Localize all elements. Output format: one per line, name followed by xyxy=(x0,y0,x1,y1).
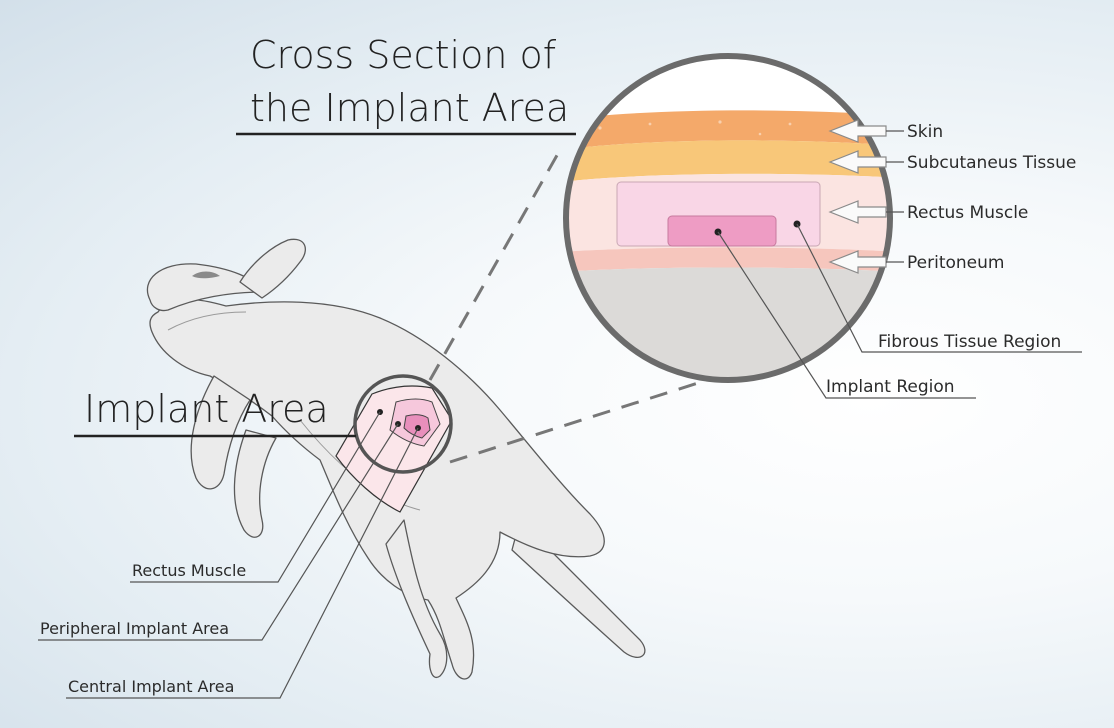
rabbit-ear-front xyxy=(240,239,305,298)
dashed-connector-upper xyxy=(430,150,560,380)
fibrous-label: Fibrous Tissue Region xyxy=(878,332,1061,352)
implant-region-label: Implant Region xyxy=(826,377,955,397)
rabbit-far-front-leg xyxy=(234,430,276,537)
implant-area-title: Implant Area xyxy=(84,387,329,431)
subcutaneous-label: Subcutaneus Tissue xyxy=(907,153,1076,173)
peripheral-label: Peripheral Implant Area xyxy=(40,619,229,638)
rectus-label: Rectus Muscle xyxy=(907,203,1028,223)
cross-section-title-line2: the Implant Area xyxy=(250,86,569,130)
skin-label: Skin xyxy=(907,122,943,142)
implant-box xyxy=(668,216,776,246)
peritoneum-label: Peritoneum xyxy=(907,253,1004,273)
cross-section-title-line1: Cross Section of xyxy=(250,33,557,77)
body-rectus-label: Rectus Muscle xyxy=(132,561,246,580)
central-label: Central Implant Area xyxy=(68,677,234,696)
